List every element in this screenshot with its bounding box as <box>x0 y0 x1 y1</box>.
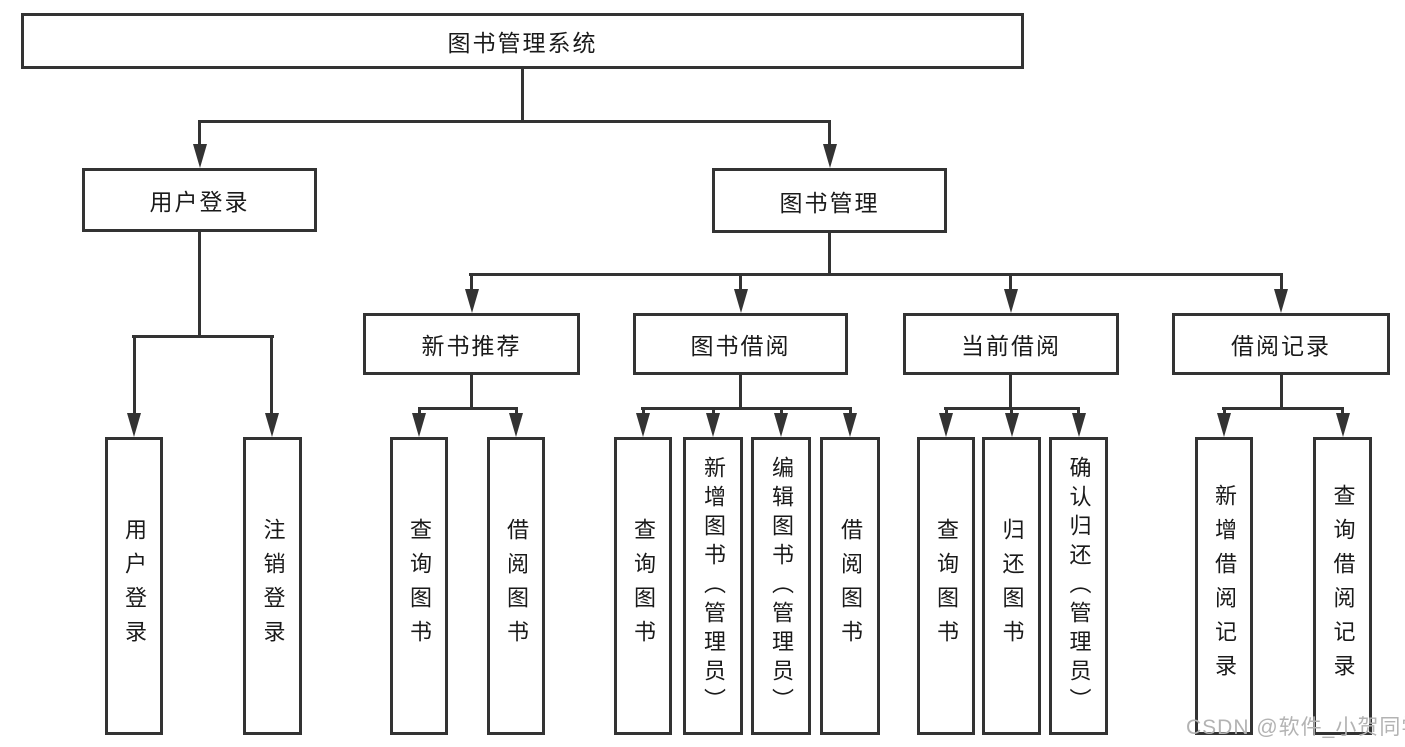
leaf-query-borrow-record: 查询借阅记录 <box>1313 437 1372 735</box>
arrow-down-icon <box>265 413 279 437</box>
arrow-down-icon <box>1274 289 1288 313</box>
node-group-new-book-recommend: 新书推荐 <box>363 313 580 375</box>
connector-line <box>521 68 524 121</box>
connector-line <box>828 120 831 147</box>
connector-line <box>418 407 518 410</box>
node-group-borrow-record: 借阅记录 <box>1172 313 1390 375</box>
connector-line <box>418 407 421 417</box>
node-branch-user-login: 用户登录 <box>82 168 317 232</box>
connector-line <box>270 335 273 416</box>
arrow-down-icon <box>1072 413 1086 437</box>
arrow-down-icon <box>193 144 207 168</box>
arrow-down-icon <box>734 289 748 313</box>
connector-line <box>198 120 831 123</box>
arrow-down-icon <box>636 413 650 437</box>
connector-line <box>712 407 715 417</box>
leaf-borrow-book: 借阅图书 <box>820 437 880 735</box>
arrow-down-icon <box>127 413 141 437</box>
leaf-query-book-current: 查询图书 <box>917 437 975 735</box>
arrow-down-icon <box>939 413 953 437</box>
arrow-down-icon <box>823 144 837 168</box>
node-branch-book-management: 图书管理 <box>712 168 947 233</box>
arrow-down-icon <box>774 413 788 437</box>
arrow-down-icon <box>1336 413 1350 437</box>
leaf-logout-login: 注销登录 <box>243 437 302 735</box>
connector-line <box>515 407 518 417</box>
connector-line <box>133 335 136 416</box>
connector-line <box>198 120 201 147</box>
leaf-return-book: 归还图书 <box>982 437 1041 735</box>
connector-line <box>642 407 645 417</box>
connector-line <box>780 407 783 417</box>
connector-line <box>469 273 1283 276</box>
leaf-confirm-return-admin: 确认归还（管理员） <box>1049 437 1108 735</box>
arrow-down-icon <box>843 413 857 437</box>
connector-line <box>1223 407 1226 417</box>
node-group-book-borrow: 图书借阅 <box>633 313 848 375</box>
connector-line <box>739 273 742 293</box>
leaf-add-book-admin: 新增图书（管理员） <box>683 437 743 735</box>
leaf-add-borrow-record: 新增借阅记录 <box>1195 437 1253 735</box>
arrow-down-icon <box>509 413 523 437</box>
node-system-root: 图书管理系统 <box>21 13 1024 69</box>
csdn-watermark: CSDN @软件_小贺同学 <box>1186 716 1405 739</box>
leaf-user-login: 用户登录 <box>105 437 163 735</box>
connector-line <box>1222 407 1344 410</box>
connector-line <box>1009 375 1012 409</box>
connector-line <box>470 273 473 293</box>
arrow-down-icon <box>1217 413 1231 437</box>
connector-line <box>849 407 852 417</box>
connector-line <box>1341 407 1344 417</box>
connector-line <box>132 335 274 338</box>
connector-line <box>945 407 948 417</box>
arrow-down-icon <box>1005 413 1019 437</box>
connector-line <box>828 233 831 275</box>
arrow-down-icon <box>412 413 426 437</box>
connector-line <box>641 407 852 410</box>
connector-line <box>198 232 201 336</box>
connector-line <box>1077 407 1080 417</box>
connector-line <box>1280 375 1283 409</box>
leaf-query-book-borrow: 查询图书 <box>614 437 672 735</box>
connector-line <box>1009 273 1012 293</box>
arrow-down-icon <box>465 289 479 313</box>
connector-line <box>1280 273 1283 293</box>
arrow-down-icon <box>1004 289 1018 313</box>
connector-line <box>739 375 742 409</box>
arrow-down-icon <box>706 413 720 437</box>
connector-line <box>470 375 473 409</box>
leaf-query-book-recommend: 查询图书 <box>390 437 448 735</box>
connector-line <box>1010 407 1013 417</box>
leaf-edit-book-admin: 编辑图书（管理员） <box>751 437 811 735</box>
leaf-borrow-book-recommend: 借阅图书 <box>487 437 545 735</box>
node-group-current-borrow: 当前借阅 <box>903 313 1119 375</box>
